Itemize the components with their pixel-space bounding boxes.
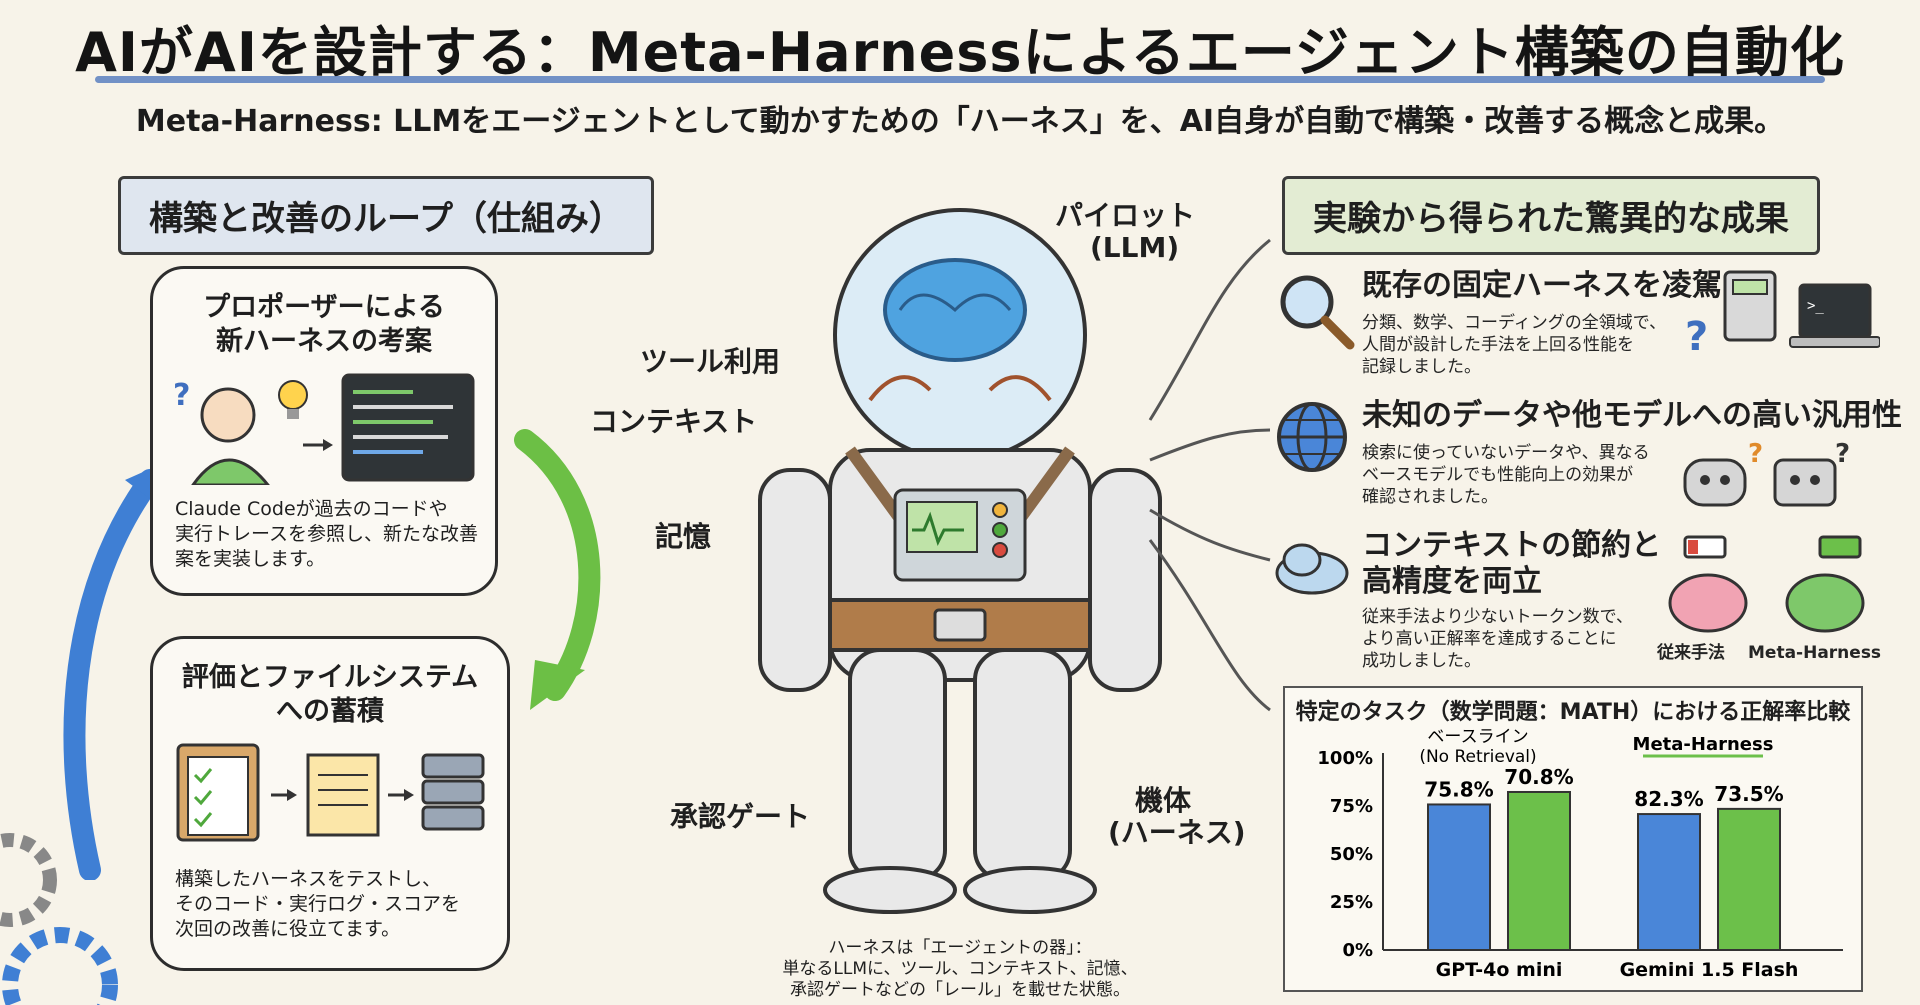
x-category-label: Gemini 1.5 Flash <box>1620 959 1799 981</box>
y-tick-label: 0% <box>1342 940 1373 961</box>
legend-baseline-2: (No Retrieval) <box>1419 747 1536 767</box>
label-conventional: 従来手法 <box>1657 643 1725 663</box>
svg-text:?: ? <box>1685 314 1708 360</box>
result2-title: 未知のデータや他モデルへの高い汎用性 <box>1362 398 1902 433</box>
pilot-label-2: (LLM) <box>1090 231 1180 264</box>
body-label-2: (ハーネス) <box>1108 816 1246 849</box>
proposer-card-text-1: Claude Codeが過去のコードや <box>175 498 448 520</box>
legend-meta-harness: Meta-Harness <box>1633 734 1774 755</box>
y-tick-label: 25% <box>1330 892 1373 913</box>
evaluation-flow-illustration <box>176 743 485 842</box>
page-title: AIがAIを設計する：Meta-Harnessによるエージェント構築の自動化 <box>75 21 1845 84</box>
result2-text-1: 検索に使っていないデータや、異なる <box>1362 443 1650 463</box>
proposer-card-title-2: 新ハーネスの考案 <box>216 326 432 357</box>
bar-value-label: 70.8% <box>1504 765 1573 789</box>
bar <box>1637 813 1701 952</box>
evaluation-card: 評価とファイルシステム への蓄積 構築したハーネスをテストし、 そのコード・実行… <box>150 636 510 971</box>
harness-caption-3: 承認ゲートなどの「レール」を載せた状態。 <box>790 980 1130 1000</box>
result3-title-2: 高精度を両立 <box>1362 564 1542 599</box>
svg-text:>_: >_ <box>1807 298 1824 314</box>
globe-icon <box>1277 402 1347 472</box>
right-arm <box>1088 468 1162 692</box>
evaluation-card-text-2: そのコード・実行ログ・スコアを <box>175 893 461 915</box>
proposer-card: プロポーザーによる 新ハーネスの考案 ? Claude Codeが過去のコードや… <box>150 266 498 596</box>
y-tick-label: 100% <box>1317 748 1373 769</box>
gear-icon <box>0 833 118 1005</box>
title-underline <box>95 76 1825 83</box>
evaluation-card-title-2: への蓄積 <box>276 696 384 727</box>
proposer-card-text-3: 案を実装します。 <box>175 548 326 570</box>
right-section-banner: 実験から得られた驚異的な成果 <box>1282 176 1820 255</box>
evaluation-card-text-3: 次回の改善に役立てます。 <box>175 918 401 940</box>
left-leg <box>848 648 947 882</box>
svg-text:?: ? <box>1748 440 1763 469</box>
right-leg <box>973 648 1072 882</box>
chart-title: 特定のタスク（数学問題：MATH）における正解率比較 <box>1295 700 1851 725</box>
svg-text:?: ? <box>173 378 190 413</box>
pilot-label-1: パイロット <box>1055 199 1196 232</box>
calculator-laptop-icon: >_ ? <box>1685 270 1880 360</box>
loop-arrow-green <box>514 429 601 710</box>
label-meta-harness: Meta-Harness <box>1748 643 1882 663</box>
harness-caption-2: 単なるLLMに、ツール、コンテキスト、記憶、 <box>782 959 1138 979</box>
cloud-icon <box>1275 543 1349 595</box>
bar <box>1507 790 1571 952</box>
result3-title-1: コンテキストの節約と <box>1362 528 1662 563</box>
evaluation-card-text-1: 構築したハーネスをテストし、 <box>175 868 442 890</box>
result1-title: 既存の固定ハーネスを凌駕 <box>1362 268 1722 303</box>
approval-gate-label: 承認ゲート <box>670 800 811 833</box>
brains-comparison-icon <box>1668 535 1865 633</box>
svg-text:?: ? <box>1835 440 1850 469</box>
bar <box>1427 803 1491 951</box>
result3-text-1: 従来手法より少ないトークン数で、 <box>1362 607 1633 627</box>
magnifier-icon <box>1280 275 1355 350</box>
result2-text-2: ベースモデルでも性能向上の効果が <box>1362 465 1634 485</box>
evaluation-card-title-1: 評価とファイルシステム <box>181 662 479 693</box>
result3-text-3: 成功しました。 <box>1362 651 1481 671</box>
y-tick-label: 50% <box>1330 844 1373 865</box>
y-tick-label: 75% <box>1330 796 1373 817</box>
bar-value-label: 82.3% <box>1634 787 1703 811</box>
legend-baseline-1: ベースライン <box>1427 727 1528 747</box>
harness-caption-1: ハーネスは「エージェントの器」： <box>828 938 1092 958</box>
tool-use-label: ツール利用 <box>640 345 781 378</box>
accuracy-bar-chart: 100% 75% 50% 25% 0% ベースライン(No Retrieval) Meta-… <box>1317 727 1843 981</box>
context-label: コンテキスト <box>590 405 758 438</box>
bar-value-label: 75.8% <box>1424 777 1493 801</box>
robots-icon: ? ? <box>1683 440 1850 507</box>
x-category-label: GPT-4o mini <box>1436 959 1563 981</box>
proposer-card-title-1: プロポーザーによる <box>203 292 445 323</box>
left-section-banner: 構築と改善のループ（仕組み） <box>118 176 654 255</box>
documents-icon <box>306 753 380 837</box>
page-subtitle: Meta-Harness: LLMをエージェントとして動かすための「ハーネス」を… <box>135 104 1785 139</box>
left-arm <box>758 468 832 692</box>
database-icon <box>421 753 485 779</box>
result1-text-1: 分類、数学、コーディングの全領域で、 <box>1362 313 1667 333</box>
thinking-person-icon: ? <box>173 373 475 485</box>
result2-text-3: 確認されました。 <box>1362 487 1498 507</box>
result3-text-2: より高い正解率を達成することに <box>1362 629 1617 649</box>
bar-value-label: 73.5% <box>1714 782 1783 806</box>
bar <box>1717 807 1781 951</box>
harness-caption: ハーネスは「エージェントの器」： 単なるLLMに、ツール、コンテキスト、記憶、 … <box>720 938 1200 1001</box>
result1-text-3: 記録しました。 <box>1362 357 1481 377</box>
astronaut-harness-illustration <box>758 208 1162 914</box>
proposer-card-text-2: 実行トレースを参照し、新たな改善 <box>175 523 479 545</box>
memory-label: 記憶 <box>655 520 712 553</box>
result1-text-2: 人間が設計した手法を上回る性能を <box>1362 335 1634 355</box>
result-arrows <box>1148 238 1271 712</box>
body-label-1: 機体 <box>1135 784 1192 817</box>
